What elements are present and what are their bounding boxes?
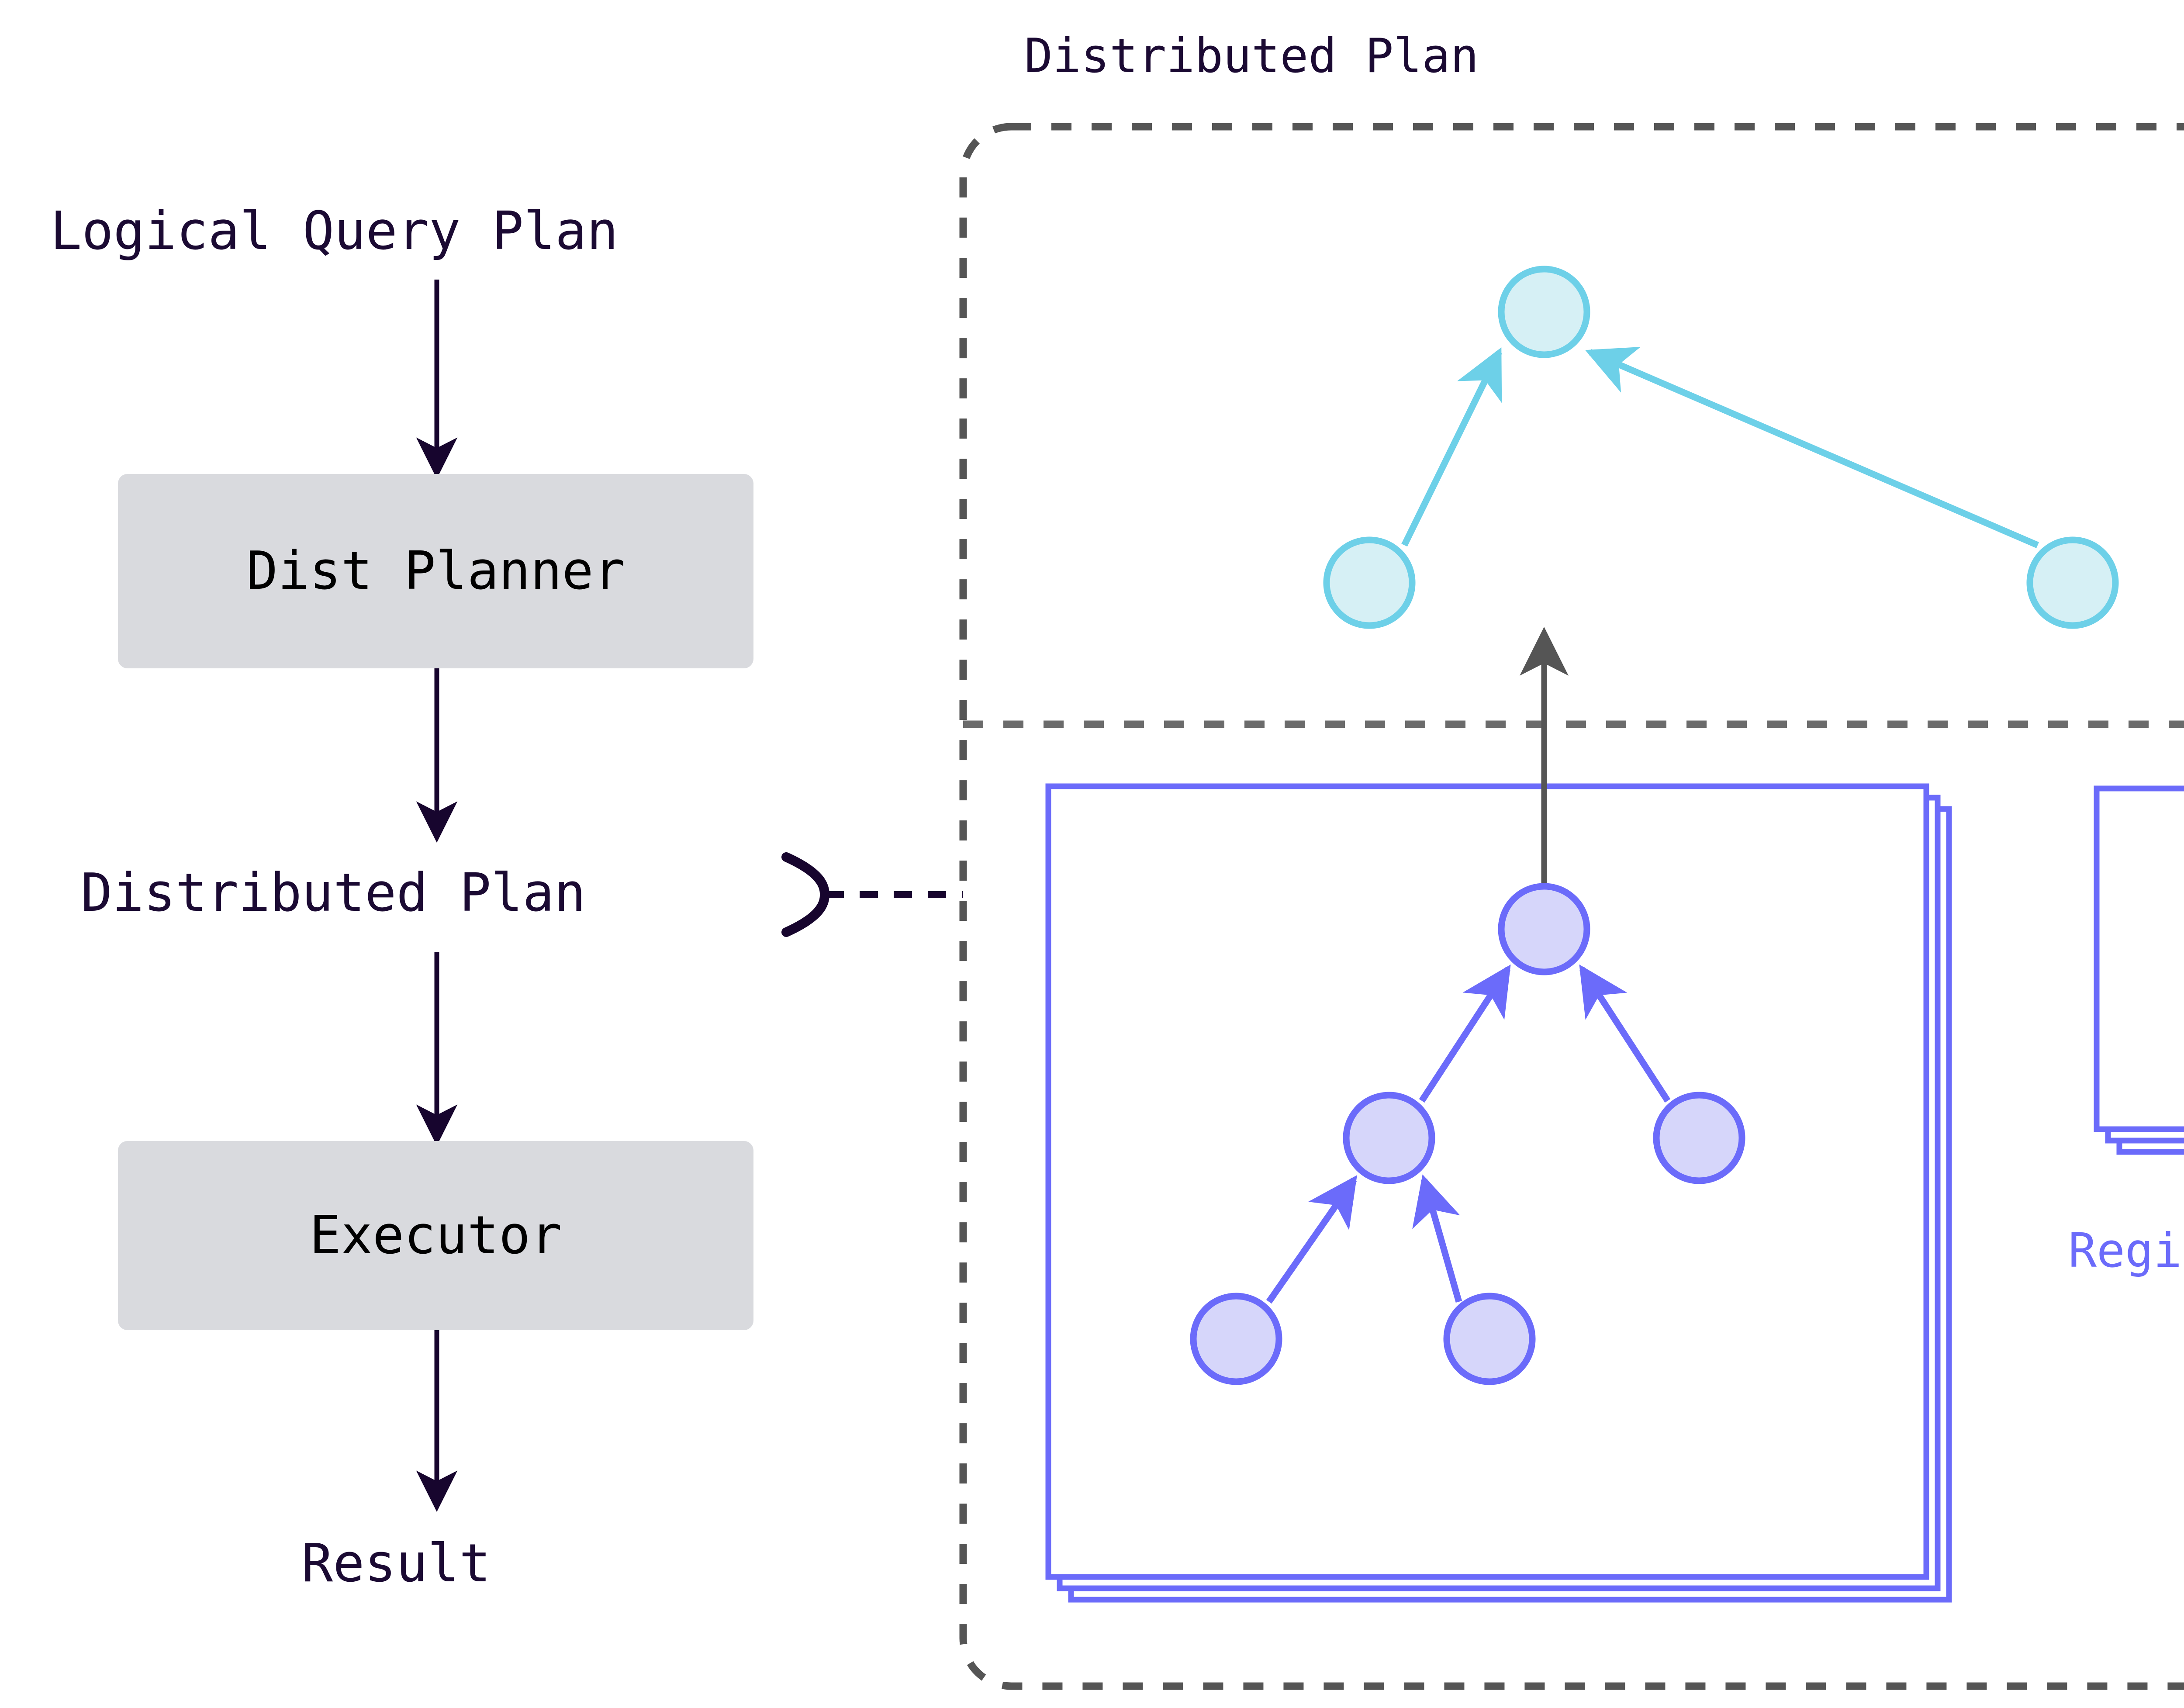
edge-fleft-froot bbox=[1401, 347, 1502, 547]
frontend-tree-edges bbox=[1401, 347, 2039, 548]
dist-planner-label: Dist Planner bbox=[246, 541, 625, 602]
edge-dr1-droot bbox=[1579, 964, 1671, 1103]
datanode-tree-nodes bbox=[1190, 883, 1745, 1385]
datanode-tree-edges bbox=[1266, 964, 1671, 1304]
frontend-node-left bbox=[1323, 536, 1416, 629]
logical-query-plan-label: Logical Query Plan bbox=[50, 201, 619, 262]
region-stack-right bbox=[2094, 785, 2184, 1155]
bracket-icon bbox=[781, 852, 830, 937]
region-stack-left bbox=[1045, 783, 1952, 1603]
edge-fright-froot bbox=[1585, 347, 2039, 548]
edge-dl1-droot bbox=[1419, 964, 1511, 1103]
executor-box[interactable]: Executor bbox=[118, 1141, 753, 1330]
result-label: Result bbox=[301, 1533, 491, 1594]
frontend-tree-nodes bbox=[1323, 266, 2119, 629]
datanode-node-left-2 bbox=[1190, 1293, 1282, 1385]
datanode-node-root bbox=[1498, 883, 1590, 975]
datanode-node-right-1 bbox=[1653, 1092, 1745, 1184]
region-box-right-front bbox=[2094, 785, 2184, 1132]
distributed-plan-container-title: Distributed Plan bbox=[1024, 29, 1479, 83]
region-box-front bbox=[1045, 783, 1929, 1580]
distributed-plan-container bbox=[959, 123, 2184, 1690]
frontend-node-right bbox=[2026, 536, 2119, 629]
dist-planner-box[interactable]: Dist Planner bbox=[118, 474, 753, 668]
edge-dl2-dl1 bbox=[1266, 1175, 1357, 1304]
datanode-node-right-2 bbox=[1443, 1293, 1536, 1385]
cross-stage-arrows bbox=[1520, 626, 1569, 887]
regions-label: Regions bbox=[2068, 1224, 2184, 1278]
plan-bracket-connector bbox=[781, 852, 963, 937]
frontend-node-root bbox=[1498, 266, 1590, 358]
datanode-node-left-1 bbox=[1343, 1092, 1435, 1184]
edge-dr2-dl1 bbox=[1412, 1174, 1462, 1303]
distributed-plan-label: Distributed Plan bbox=[81, 863, 586, 923]
executor-label: Executor bbox=[309, 1205, 562, 1266]
